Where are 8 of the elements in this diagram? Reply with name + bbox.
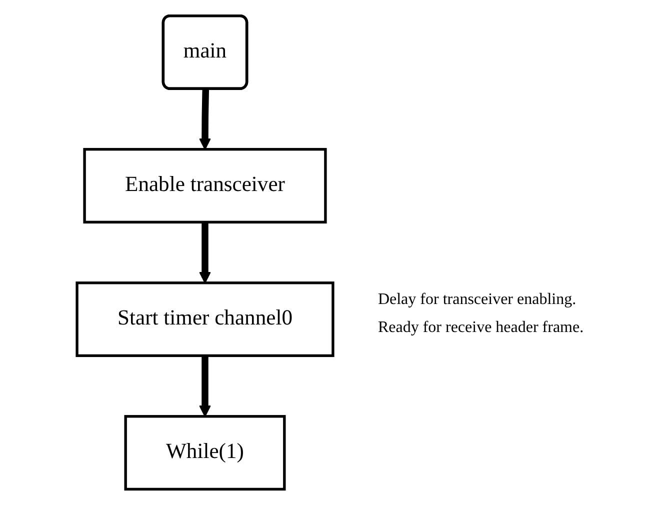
node-box: Start timer channel0 (76, 282, 334, 358)
arrow (199, 222, 211, 284)
node-box: While(1) (124, 415, 286, 491)
arrow (199, 89, 211, 150)
arrow (199, 356, 211, 417)
node-note: Ready for receive header frame. (378, 319, 584, 338)
node-note: Delay for transceiver enabling. (378, 291, 576, 310)
node-box: Enable transceiver (83, 148, 327, 224)
